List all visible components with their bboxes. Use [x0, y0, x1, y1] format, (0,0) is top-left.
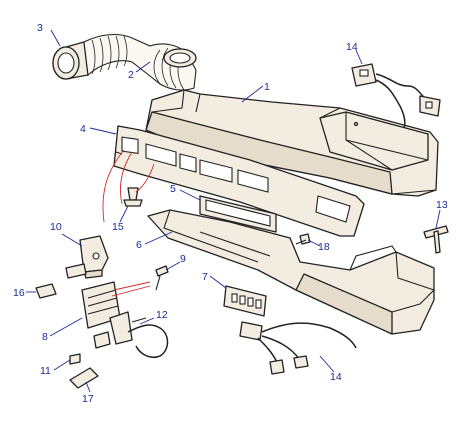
callout-15: 15	[112, 221, 124, 233]
main-duct-housing	[145, 89, 439, 197]
callout-3: 3	[37, 22, 43, 34]
callout-13: 13	[436, 199, 448, 211]
callout-11: 11	[40, 365, 51, 377]
fastener-screw-9	[155, 265, 169, 291]
lower-tray	[147, 209, 435, 335]
centre-vent	[199, 195, 277, 233]
callout-7: 7	[202, 271, 208, 283]
mounting-bracket	[65, 235, 109, 279]
lower-wiring-loom	[257, 322, 357, 375]
fastener-screw-18	[295, 233, 311, 245]
fastener-screw-15	[123, 187, 143, 207]
detail-lines	[102, 149, 155, 297]
upper-wiring-harness	[351, 63, 441, 129]
callout-12: 12	[156, 309, 168, 321]
pipe-fitting	[423, 225, 449, 254]
callout-6: 6	[136, 239, 142, 251]
callout-16: 16	[13, 287, 25, 299]
control-cable	[127, 317, 169, 358]
callout-9: 9	[180, 253, 186, 265]
rod-17	[69, 367, 99, 389]
callout-5: 5	[170, 183, 176, 195]
callout-1: 1	[264, 81, 270, 93]
callout-8: 8	[42, 331, 48, 343]
control-unit	[81, 281, 133, 349]
callout-2: 2	[128, 69, 134, 81]
callout-10: 10	[50, 221, 62, 233]
callout-labels: 3 2 1 14 4 5 13 15 10 18 6 9 7 16 12 8 1…	[13, 22, 448, 405]
callout-14-top: 14	[346, 41, 358, 53]
flexible-hose	[83, 33, 197, 91]
callout-17: 17	[82, 393, 94, 405]
callout-14-bottom: 14	[330, 371, 342, 383]
switch-panel	[223, 285, 267, 341]
callout-18: 18	[318, 241, 330, 253]
tube-16	[35, 283, 57, 299]
callout-4: 4	[80, 123, 86, 135]
duct-end-cap	[52, 41, 89, 80]
louvred-front-fascia	[113, 125, 365, 237]
clip-11	[69, 353, 81, 365]
leader-lines	[26, 29, 441, 393]
